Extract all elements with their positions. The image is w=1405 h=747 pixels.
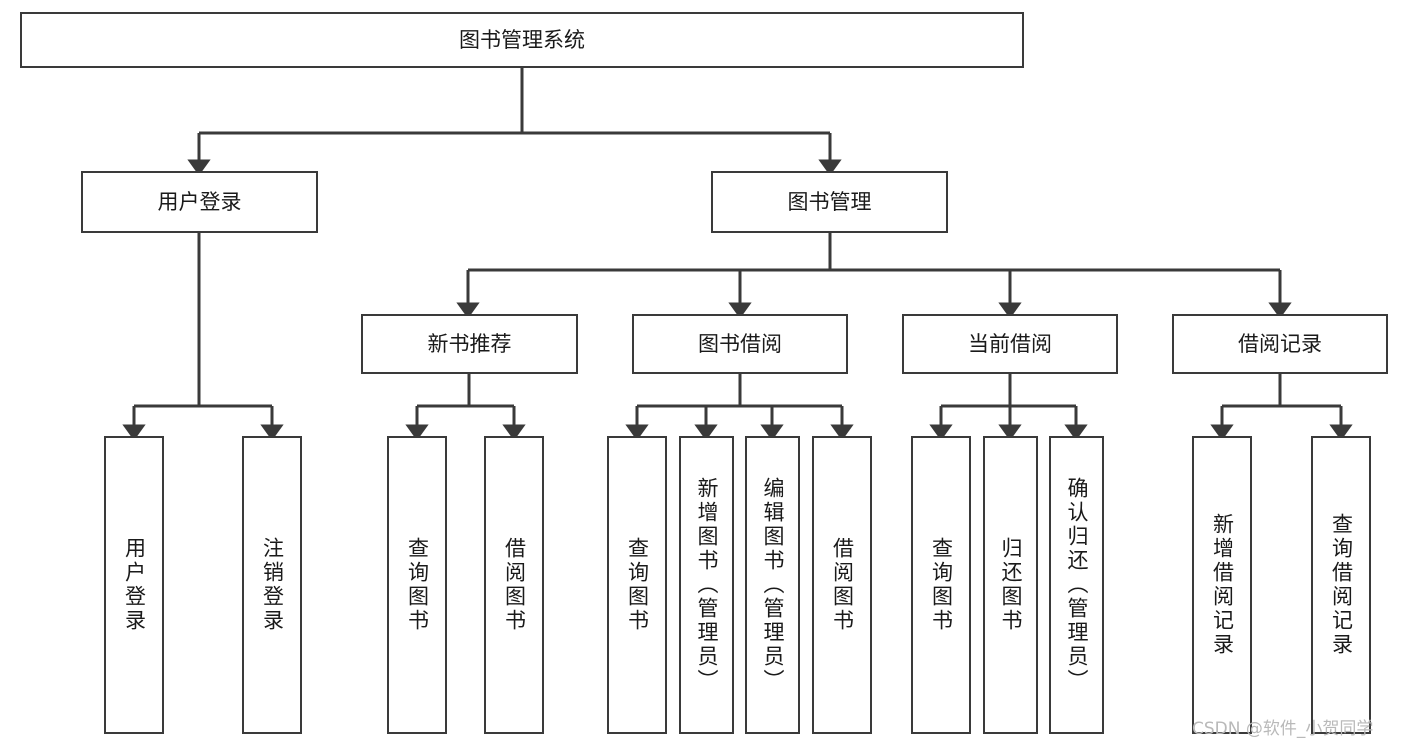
- edge-book-mgmt-to-level3: [456, 233, 1292, 319]
- leaf-logout[interactable]: 注销登录: [242, 436, 302, 734]
- edge-root-to-level2: [187, 68, 842, 176]
- node-label: 图书管理: [787, 189, 872, 214]
- node-label: 新增图书（管理员）: [695, 477, 719, 693]
- node-label: 新增借阅记录: [1210, 513, 1235, 657]
- leaf-borrow-book[interactable]: 借阅图书: [812, 436, 872, 734]
- node-label: 注销登录: [260, 537, 285, 633]
- leaf-borrow-book-rec[interactable]: 借阅图书: [484, 436, 544, 734]
- node-label: 图书借阅: [698, 331, 782, 356]
- node-root-system[interactable]: 图书管理系统: [20, 12, 1024, 68]
- edge-borrow-record-to-leaves: [1210, 374, 1353, 441]
- node-label: 查询图书: [405, 537, 430, 633]
- node-current-borrowing[interactable]: 当前借阅: [902, 314, 1118, 374]
- node-label: 当前借阅: [968, 331, 1052, 356]
- node-label: 新书推荐: [427, 331, 512, 356]
- node-label: 借阅图书: [830, 537, 855, 633]
- node-label: 用户登录: [157, 189, 242, 214]
- node-label: 用户登录: [122, 537, 147, 633]
- node-label: 查询借阅记录: [1329, 513, 1354, 657]
- leaf-add-book-admin[interactable]: 新增图书（管理员）: [679, 436, 734, 734]
- node-label: 借阅图书: [502, 537, 527, 633]
- node-label: 确认归还（管理员）: [1065, 477, 1089, 693]
- node-label: 编辑图书（管理员）: [761, 477, 785, 693]
- node-book-management[interactable]: 图书管理: [711, 171, 948, 233]
- leaf-query-borrow-record[interactable]: 查询借阅记录: [1311, 436, 1371, 734]
- node-borrowing-record[interactable]: 借阅记录: [1172, 314, 1388, 374]
- node-label: 借阅记录: [1238, 331, 1322, 356]
- node-user-login[interactable]: 用户登录: [81, 171, 318, 233]
- csdn-watermark: CSDN @软件_小贺同学: [1192, 719, 1374, 739]
- node-new-book-recommendation[interactable]: 新书推荐: [361, 314, 578, 374]
- leaf-query-book-borrow[interactable]: 查询图书: [607, 436, 667, 734]
- node-label: 图书管理系统: [459, 27, 585, 52]
- node-book-borrowing[interactable]: 图书借阅: [632, 314, 848, 374]
- edge-user-login-to-leaves: [122, 233, 284, 441]
- leaf-confirm-return-admin[interactable]: 确认归还（管理员）: [1049, 436, 1104, 734]
- edge-book-borrow-to-leaves: [625, 374, 854, 441]
- edge-new-book-rec-to-leaves: [405, 374, 526, 441]
- edge-current-borrow-to-leaves: [929, 374, 1088, 441]
- leaf-return-book[interactable]: 归还图书: [983, 436, 1038, 734]
- leaf-query-book-current[interactable]: 查询图书: [911, 436, 971, 734]
- leaf-add-borrow-record[interactable]: 新增借阅记录: [1192, 436, 1252, 734]
- leaf-edit-book-admin[interactable]: 编辑图书（管理员）: [745, 436, 800, 734]
- node-label: 查询图书: [929, 537, 954, 633]
- node-label: 查询图书: [625, 537, 650, 633]
- node-label: 归还图书: [999, 537, 1023, 633]
- leaf-query-book-rec[interactable]: 查询图书: [387, 436, 447, 734]
- leaf-user-login[interactable]: 用户登录: [104, 436, 164, 734]
